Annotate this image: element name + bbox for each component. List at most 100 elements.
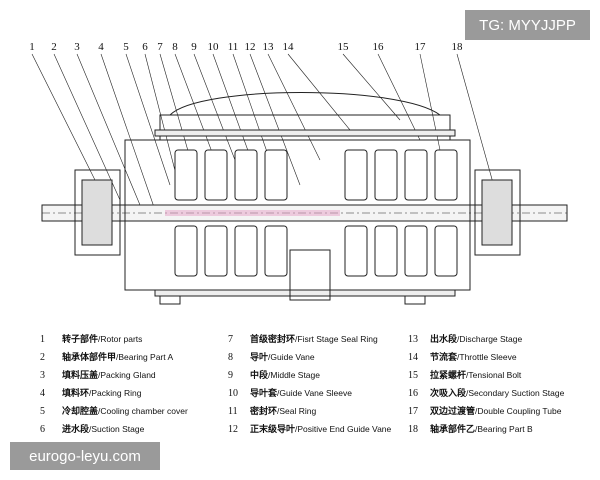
legend-english-label: /Discharge Stage	[457, 334, 523, 344]
callout-14: 14	[283, 41, 295, 53]
leader-line-13	[267, 53, 321, 161]
legend-item: 18 轴承部件乙/Bearing Part B	[408, 422, 533, 435]
tensional-bolt	[154, 129, 456, 137]
legend-chinese-label: 双边过渡管	[430, 407, 476, 417]
legend-item: 17 双边过渡管/Double Coupling Tube	[408, 404, 562, 417]
callout-8: 8	[172, 41, 178, 53]
callout-13: 13	[263, 41, 275, 53]
legend-item: 8 导叶/Guide Vane	[228, 350, 315, 363]
legend-number: 5	[40, 406, 45, 417]
watermark-telegram: TG: MYYJJPP	[465, 10, 590, 40]
legend-number: 6	[40, 424, 45, 435]
pump-body	[41, 92, 568, 305]
legend-chinese-label: 密封环	[250, 407, 278, 417]
impeller-stage	[264, 149, 288, 201]
legend-chinese-label: 次吸入段	[430, 389, 467, 399]
impeller-stage	[174, 225, 198, 277]
callout-17: 17	[415, 41, 427, 53]
legend-chinese-label: 出水段	[430, 335, 458, 345]
legend-number: 7	[228, 334, 233, 345]
legend-english-label: /Bearing Part B	[475, 424, 533, 434]
impeller-stage	[434, 225, 458, 277]
legend-item: 10 导叶套/Guide Vane Sleeve	[228, 386, 352, 399]
callout-10: 10	[208, 41, 220, 53]
callout-9: 9	[191, 41, 197, 53]
callout-2: 2	[51, 41, 57, 53]
callout-4: 4	[98, 41, 104, 53]
legend-chinese-label: 进水段	[62, 425, 90, 435]
legend-chinese-label: 导叶	[250, 353, 269, 363]
impeller-stage	[234, 149, 258, 201]
leader-line-14	[287, 53, 351, 131]
legend-english-label: /Suction Stage	[89, 424, 145, 434]
legend-item: 6 进水段/Suction Stage	[40, 422, 144, 435]
legend-english-label: /Guide Vane Sleeve	[277, 388, 352, 398]
impeller-stage	[234, 225, 258, 277]
callout-11: 11	[228, 41, 239, 53]
legend-item: 15 拉紧螺杆/Tensional Bolt	[408, 368, 521, 381]
leader-line-6	[144, 53, 181, 191]
impeller-stage	[344, 149, 368, 201]
leader-line-9	[193, 53, 236, 161]
legend-english-label: /Packing Ring	[89, 388, 142, 398]
impeller-stage	[344, 225, 368, 277]
bearing-b	[474, 169, 521, 256]
legend-chinese-label: 轴承部件乙	[430, 425, 476, 435]
callout-5: 5	[123, 41, 129, 53]
legend-english-label: /Guide Vane	[268, 352, 315, 362]
impeller-stage	[434, 149, 458, 201]
callout-7: 7	[157, 41, 163, 53]
impeller-stage	[404, 149, 428, 201]
legend-chinese-label: 转子部件	[62, 335, 99, 345]
legend-number: 10	[228, 388, 238, 399]
legend-english-label: /Throttle Sleeve	[457, 352, 517, 362]
legend-english-label: /Double Coupling Tube	[475, 406, 562, 416]
impeller-stage	[204, 225, 228, 277]
bearing-a	[74, 169, 121, 256]
legend-number: 15	[408, 370, 418, 381]
callout-18: 18	[452, 41, 464, 53]
legend-chinese-label: 填料压盖	[62, 371, 99, 381]
leader-line-1	[31, 53, 101, 191]
leader-line-2	[53, 53, 121, 201]
legend-chinese-label: 填料环	[62, 389, 90, 399]
legend-english-label: /Fisrt Stage Seal Ring	[295, 334, 378, 344]
leader-line-5	[125, 53, 171, 186]
legend-chinese-label: 导叶套	[250, 389, 278, 399]
leader-line-18	[456, 53, 496, 191]
legend-item: 13 出水段/Discharge Stage	[408, 332, 522, 345]
impeller-stage	[374, 225, 398, 277]
legend-number: 12	[228, 424, 238, 435]
impeller-stage	[174, 149, 198, 201]
legend-item: 4 填料环/Packing Ring	[40, 386, 141, 399]
legend-chinese-label: 正末级导叶	[250, 425, 296, 435]
legend-number: 3	[40, 370, 45, 381]
legend-english-label: /Bearing Part A	[116, 352, 174, 362]
legend-number: 1	[40, 334, 45, 345]
legend-english-label: /Seal Ring	[277, 406, 317, 416]
leader-line-15	[342, 53, 401, 121]
legend-number: 18	[408, 424, 418, 435]
leader-line-8	[174, 53, 216, 161]
legend-chinese-label: 拉紧螺杆	[430, 371, 467, 381]
legend-chinese-label: 轴承体部件甲	[62, 353, 117, 363]
legend-number: 8	[228, 352, 233, 363]
legend-number: 13	[408, 334, 418, 345]
callout-1: 1	[29, 41, 35, 53]
impeller-stage	[204, 149, 228, 201]
legend-english-label: /Tensional Bolt	[466, 370, 522, 380]
callout-16: 16	[373, 41, 385, 53]
legend-number: 4	[40, 388, 45, 399]
callout-3: 3	[74, 41, 80, 53]
impeller-stage	[374, 149, 398, 201]
legend-number: 17	[408, 406, 418, 417]
